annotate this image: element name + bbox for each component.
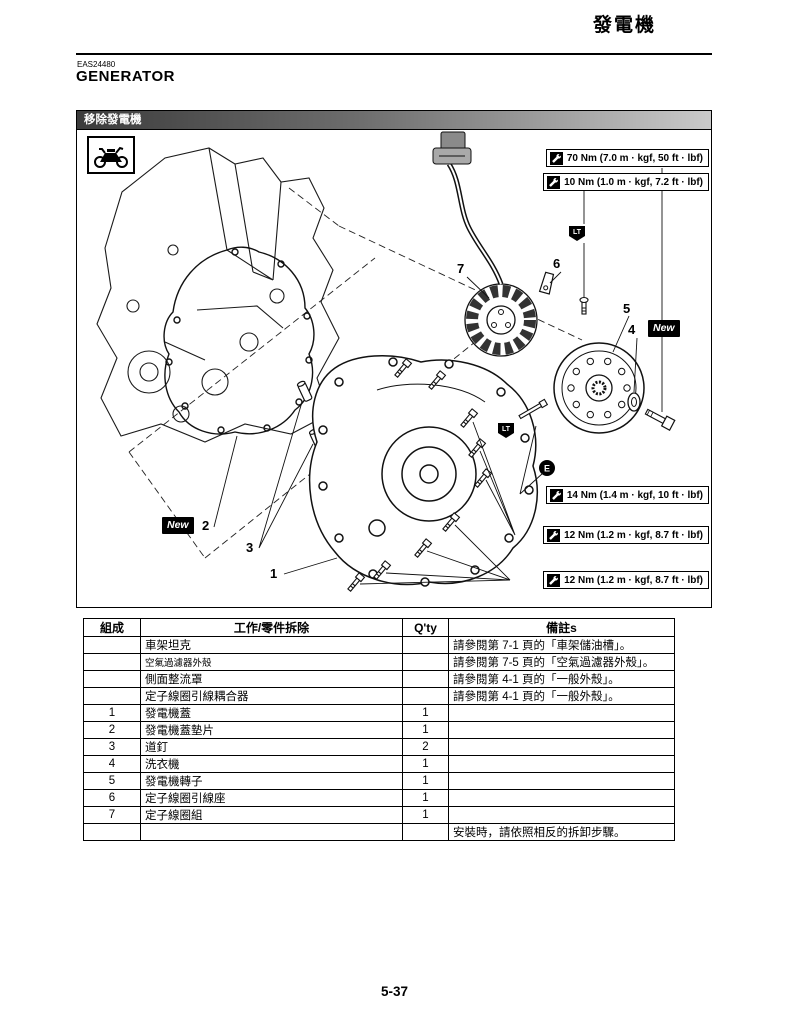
table-row: 2 發電機蓋墊片 1 [83, 721, 675, 739]
diagram-canvas: LT LT E [77, 130, 711, 606]
new-badge-rotor: New [648, 320, 680, 337]
stator-assembly [464, 283, 538, 357]
callout-1: 1 [270, 566, 278, 581]
diagram-title-bar: 移除發電機 [77, 111, 711, 130]
diagram-title: 移除發電機 [84, 114, 142, 126]
svg-text:LT: LT [573, 229, 582, 236]
lead-holder [538, 271, 555, 295]
wrench-icon [547, 175, 561, 189]
table-row: 3 道釘 2 [83, 738, 675, 756]
eas-code: EAS24480 [77, 60, 116, 69]
engine-oil-symbol: E [539, 460, 555, 476]
wrench-icon [549, 151, 563, 165]
motorcycle-icon [94, 146, 128, 168]
col-header-job: 工作/零件拆除 [140, 618, 403, 637]
lt-symbol-bottom: LT [498, 423, 514, 438]
exploded-view-drawing: LT LT E [96, 131, 676, 593]
section-title: GENERATOR [76, 68, 175, 85]
cover-gasket [163, 246, 315, 435]
torque-label-10nm: 10 Nm (1.0 m · kgf, 7.2 ft · lbf) [543, 173, 709, 191]
coupler-connector [432, 131, 472, 165]
torque-label-12nm-upper: 12 Nm (1.2 m · kgf, 8.7 ft · lbf) [543, 526, 709, 544]
wrench-icon [549, 488, 563, 502]
callout-6: 6 [553, 256, 561, 271]
table-row: 1 發電機蓋 1 [83, 704, 675, 722]
crankcase-drawing [96, 147, 340, 443]
col-header-qty: Q'ty [402, 618, 449, 637]
callout-7: 7 [457, 261, 465, 276]
header-rule [76, 53, 712, 55]
lt-symbol-top: LT [569, 226, 585, 241]
page-header-title: 發電機 [592, 15, 656, 36]
table-row: 安裝時，請依照相反的拆卸步驟。 [83, 823, 675, 841]
torque-label-70nm: 70 Nm (7.0 m · kgf, 50 ft · lbf) [545, 149, 709, 167]
rotor-bolt [644, 408, 676, 431]
svg-text:E: E [544, 464, 550, 474]
callout-4: 4 [628, 322, 636, 337]
callout-5: 5 [623, 301, 631, 316]
table-row: 7 定子線圈組 1 [83, 806, 675, 824]
wrench-icon [547, 573, 561, 587]
table-row: 側面整流罩 請參閱第 4-1 頁的「一般外殼」。 [83, 670, 675, 688]
torque-label-12nm-lower: 12 Nm (1.2 m · kgf, 8.7 ft · lbf) [543, 571, 709, 589]
washer [627, 392, 641, 412]
callout-3: 3 [246, 540, 254, 555]
page-number: 5-37 [380, 984, 409, 999]
new-badge-gasket: New [162, 517, 194, 534]
svg-text:LT: LT [502, 426, 511, 433]
stator-lead-wire [446, 162, 504, 285]
wrench-icon [547, 528, 561, 542]
table-row: 空氣過濾器外殼 請參閱第 7-5 頁的「空氣過濾器外殼」。 [83, 653, 675, 671]
table-row: 6 定子線圈引線座 1 [83, 789, 675, 807]
col-header-remarks: 備註s [448, 618, 675, 637]
motorcycle-icon-box [87, 136, 135, 174]
stator-screw [579, 296, 589, 315]
generator-cover [308, 355, 538, 587]
col-header-order: 組成 [83, 618, 141, 637]
callout-2: 2 [202, 518, 210, 533]
rotor [553, 342, 645, 434]
table-header-row: 組成 工作/零件拆除 Q'ty 備註s [83, 618, 675, 637]
table-row: 定子線圈引線耦合器 請參閱第 4-1 頁的「一般外殼」。 [83, 687, 675, 705]
table-row: 4 洗衣機 1 [83, 755, 675, 773]
parts-table: 組成 工作/零件拆除 Q'ty 備註s 車架坦克 請參閱第 7-1 頁的「車架儲… [83, 618, 675, 841]
diagram-box: 移除發電機 [76, 110, 712, 608]
table-row: 5 發電機轉子 1 [83, 772, 675, 790]
table-row: 車架坦克 請參閱第 7-1 頁的「車架儲油槽」。 [83, 636, 675, 654]
crank-side-bolt [518, 398, 549, 420]
leader-lines [213, 168, 663, 585]
torque-label-14nm: 14 Nm (1.4 m · kgf, 10 ft · lbf) [545, 486, 709, 504]
